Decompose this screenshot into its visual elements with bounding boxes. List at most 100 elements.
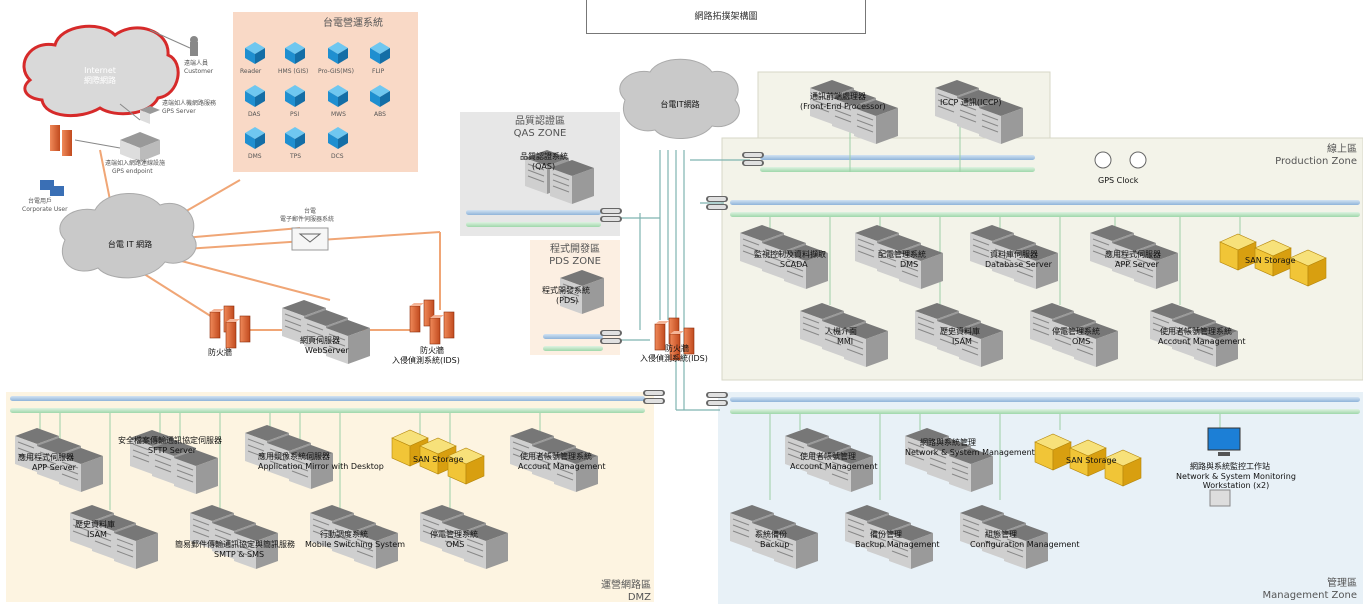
prod-server-1-sub: DMS bbox=[900, 260, 919, 269]
management-zone-label: 管理區 bbox=[1327, 578, 1357, 589]
dmz-server-7-label: 使用者帳號管理系統 bbox=[520, 452, 592, 461]
mgmt-server-4-label: 組態管理 bbox=[985, 530, 1017, 539]
ops-label-4: DAS bbox=[248, 111, 261, 118]
remote-user-sub: Customer bbox=[184, 68, 214, 75]
diagram-title: 網路拓撲架構圖 bbox=[694, 12, 758, 22]
corp-user-sub: Corporate User bbox=[22, 206, 68, 213]
buses bbox=[10, 155, 1360, 414]
prod-server-6-sub: OMS bbox=[1072, 337, 1091, 346]
dmz-server-2-label: 應用鏡像系統伺服器 bbox=[258, 452, 330, 461]
prod-server-4-sub: MMI bbox=[837, 337, 854, 346]
prod-server-0-sub: SCADA bbox=[780, 260, 808, 269]
dmz-server-2-sub: Application Mirror with Desktop bbox=[258, 462, 384, 471]
ops-label-10: DCS bbox=[331, 153, 344, 160]
prod-server-7-sub: Account Management bbox=[1158, 337, 1246, 346]
prod-server-6-label: 停電管理系統 bbox=[1052, 327, 1100, 336]
ops-label-6: MWS bbox=[331, 111, 346, 118]
ops-label-7: ABS bbox=[374, 111, 386, 118]
internet-cloud bbox=[22, 24, 180, 118]
prod-server-0-label: 監視控制及資料擷取 bbox=[754, 250, 826, 259]
webserver-sub: WebServer bbox=[305, 346, 349, 355]
it-cloud-2-label: 台電IT網路 bbox=[660, 100, 700, 109]
dmz-zone-bg bbox=[6, 392, 654, 602]
dmz-server-5-sub: Mobile Switching System bbox=[305, 540, 405, 549]
webserver-label: 網頁伺服器 bbox=[300, 336, 340, 345]
internet-cloud-sub: 網際網路 bbox=[84, 76, 116, 85]
ops-label-2: Pro-GIS(MS) bbox=[318, 68, 354, 75]
core-fw-sub: 入侵偵測系統(IDS) bbox=[640, 354, 708, 363]
ops-label-8: DMS bbox=[248, 153, 262, 160]
mgmt-server-1-label: 網路與系統管理 bbox=[920, 438, 976, 447]
mgmt-server-3-label: 備份管理 bbox=[870, 530, 902, 539]
prod-server-7-label: 使用者帳號管理系統 bbox=[1160, 327, 1232, 336]
prod-server-1-label: 配電管理系統 bbox=[878, 250, 926, 259]
management-devices bbox=[730, 427, 1241, 569]
dmz-server-1-label: 安全檔案傳輸通訊協定伺服器 bbox=[118, 436, 222, 445]
mgmt-server-2-sub: Backup bbox=[760, 540, 790, 549]
dmz-ids-label: 防火牆 bbox=[420, 346, 444, 355]
prod-server-3-sub: APP Server bbox=[1115, 260, 1159, 269]
mgmt-san-label: SAN Storage bbox=[1066, 456, 1117, 465]
ops-label-1: HMS (GIS) bbox=[278, 68, 309, 75]
fep-label: 通訊前端處理器 bbox=[810, 92, 866, 101]
production-zone-sub: Production Zone bbox=[1275, 156, 1357, 167]
ops-zone-label: 台電營運系統 bbox=[323, 18, 383, 29]
monitor-sub: Network & System Monitoring Workstation … bbox=[1176, 472, 1296, 490]
dmz-server-1-sub: SFTP Server bbox=[148, 446, 197, 455]
production-zone-label: 線上區 bbox=[1327, 144, 1357, 155]
gps-server-sub: GPS Server bbox=[162, 108, 196, 115]
management-zone-sub: Management Zone bbox=[1262, 590, 1357, 601]
dmz-zone-sub: DMZ bbox=[627, 592, 651, 603]
prod-server-2-sub: Database Server bbox=[985, 260, 1052, 269]
internet-cloud-label: Internet bbox=[84, 66, 116, 75]
dmz-server-6-sub: OMS bbox=[446, 540, 465, 549]
mgmt-server-3-sub: Backup Management bbox=[855, 540, 940, 549]
mgmt-server-1-sub: Network & System Management bbox=[905, 448, 1035, 457]
prod-server-2-label: 資料庫伺服器 bbox=[990, 250, 1038, 259]
prod-server-4-label: 人機介面 bbox=[825, 327, 857, 336]
monitor-label: 網路與系統監控工作站 bbox=[1190, 462, 1270, 471]
top-left-devices bbox=[40, 29, 329, 251]
remote-user-label: 遠端人員 bbox=[184, 60, 209, 67]
dmz-server-4-label: 簡易郵件傳輸通訊協定與簡訊服務 bbox=[175, 540, 295, 549]
prod-server-3-label: 應用程式伺服器 bbox=[1105, 250, 1161, 259]
dmz-server-7-sub: Account Management bbox=[518, 462, 606, 471]
management-zone-bg bbox=[718, 392, 1363, 604]
mail-label: 台電 bbox=[304, 208, 317, 215]
dmz-server-4-sub: SMTP & SMS bbox=[214, 550, 265, 559]
pds-zone-label: 程式開發區 bbox=[550, 244, 600, 255]
core-links bbox=[620, 150, 750, 411]
mgmt-server-0-label: 使用者帳號管理 bbox=[800, 452, 856, 461]
dmz-server-5-label: 行動調度系統 bbox=[320, 530, 368, 539]
dmz-zone-label: 運營網路區 bbox=[601, 580, 651, 591]
prod-server-5-sub: ISAM bbox=[952, 337, 972, 346]
ops-label-5: PSI bbox=[290, 111, 300, 118]
dmz-ids-sub: 入侵偵測系統(IDS) bbox=[392, 356, 460, 365]
gps-endpoint-sub: GPS endpoint bbox=[112, 168, 153, 175]
dmz-server-0-label: 應用程式伺服器 bbox=[18, 453, 74, 462]
gps-server-label: 遠端如人機網路服務 bbox=[162, 100, 217, 107]
pds-zone-sub: PDS ZONE bbox=[549, 256, 601, 267]
core-fw-label: 防火牆 bbox=[665, 344, 689, 353]
iccp-label: ICCP 通訊(ICCP) bbox=[940, 98, 1002, 107]
pds-server-sub: (PDS) bbox=[556, 296, 579, 305]
diagram-title-box: 網路拓撲架構圖 bbox=[586, 0, 866, 34]
mail-sub: 電子郵件伺服器系統 bbox=[280, 216, 335, 223]
qas-server-sub: (QAS) bbox=[532, 162, 556, 171]
mgmt-server-4-sub: Configuration Management bbox=[970, 540, 1080, 549]
it-cloud-label: 台電 IT 網路 bbox=[107, 240, 153, 249]
qas-zone-sub: QAS ZONE bbox=[513, 128, 567, 139]
dmz-server-3-label: 歷史資料庫 bbox=[75, 520, 115, 529]
ops-label-3: FLIP bbox=[372, 68, 385, 75]
pds-server-label: 程式開發系統 bbox=[542, 286, 590, 295]
corp-user-label: 台電用戶 bbox=[28, 198, 53, 205]
production-devices bbox=[740, 80, 1327, 367]
ops-label-9: TPS bbox=[290, 153, 302, 160]
dmz-server-6-label: 停電管理系統 bbox=[430, 530, 478, 539]
qas-zone-label: 品質認證區 bbox=[515, 116, 565, 127]
mgmt-server-2-label: 系統備份 bbox=[755, 530, 787, 539]
qas-server-label: 品質認證系統 bbox=[520, 152, 568, 161]
dmz-server-0-sub: APP Server bbox=[32, 463, 76, 472]
